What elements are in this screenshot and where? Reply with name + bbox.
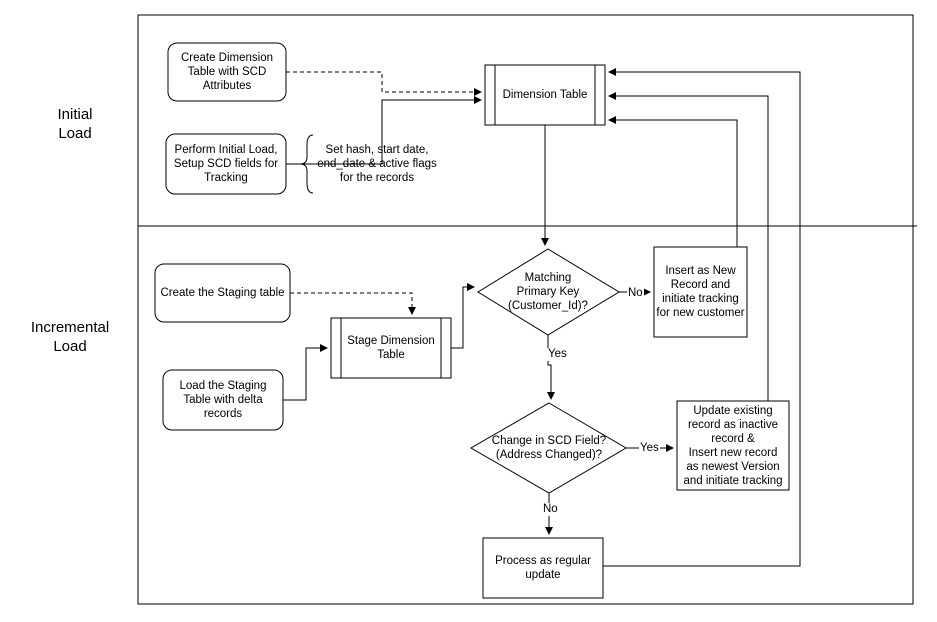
edge-label-no-2: No — [542, 503, 559, 516]
perform-initial-text: Perform Initial Load,Setup SCD fields fo… — [173, 144, 279, 184]
edge-initial-load-to-dimension — [286, 96, 482, 165]
edge-matching-yes-to-change — [547, 335, 555, 400]
edge-label-no-1: No — [627, 287, 644, 300]
create-staging-text: Create the Staging table — [160, 287, 285, 299]
diagram-frame — [137, 14, 914, 605]
brace-note-text: Set hash, start date,end_date & active f… — [317, 144, 437, 184]
change-scd-text: Change in SCD Field?(Address Changed)? — [491, 435, 607, 461]
edge-create-staging-to-stage — [290, 292, 416, 315]
process-regular-box — [482, 537, 604, 599]
edge-load-staging-to-stage — [283, 344, 328, 401]
stage-dimension-shape — [330, 317, 452, 379]
update-existing-box — [676, 400, 790, 491]
edge-update-to-dimension — [608, 92, 769, 401]
insert-new-box — [653, 246, 748, 338]
edge-insert-to-dimension — [608, 116, 738, 247]
edge-create-dim-to-dimension — [286, 71, 482, 96]
edge-stage-to-matching — [451, 283, 475, 349]
edge-process-to-dimension — [603, 68, 801, 567]
dimension-table-text: Dimension Table — [502, 89, 588, 101]
edge-label-yes-1: Yes — [547, 348, 568, 361]
incremental-load-label: Incremental Load — [30, 319, 110, 355]
edge-label-yes-2: Yes — [639, 442, 660, 455]
initial-load-label: Initial Load — [57, 106, 93, 142]
